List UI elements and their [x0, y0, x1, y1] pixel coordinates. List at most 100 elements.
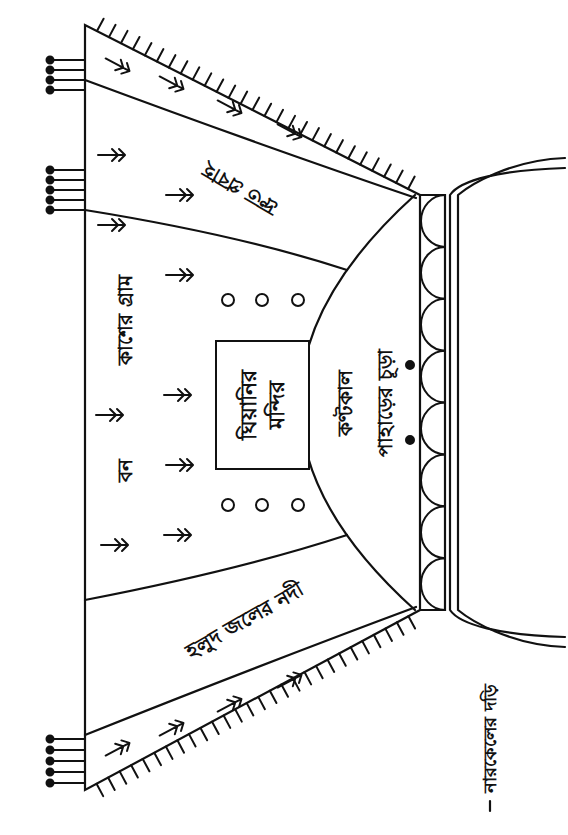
- fringe-pin: [52, 179, 85, 181]
- fringe-tick: [189, 734, 196, 746]
- fringe-tick: [396, 171, 403, 183]
- fringe-tick: [166, 747, 173, 759]
- fringe-pin-head: [47, 736, 54, 743]
- peak-dot: [406, 436, 414, 444]
- flow-arrow: [157, 718, 186, 741]
- fringe-tick: [145, 43, 152, 55]
- fringe-tick: [224, 716, 231, 728]
- fringe-tick: [154, 753, 161, 765]
- fringe-pin: [52, 169, 85, 171]
- fringe-pin: [52, 782, 85, 784]
- fringe-tick: [397, 622, 404, 634]
- fringe-tick: [300, 122, 307, 134]
- fringe-tick: [169, 55, 176, 67]
- flow-arrow: [101, 539, 128, 551]
- fringe-tick: [312, 128, 319, 140]
- fringe-pin: [52, 89, 85, 91]
- fringe-tick: [281, 684, 288, 696]
- flow-arrow: [98, 219, 125, 231]
- scallop-arch: [421, 247, 445, 299]
- rope-line: [450, 168, 565, 637]
- scallop-arch: [421, 403, 445, 455]
- flow-arrow: [164, 529, 191, 541]
- fringe-tick: [324, 134, 331, 146]
- fringe-pin-head: [47, 177, 54, 184]
- fringe-tick: [235, 709, 242, 721]
- scallop-band: [420, 195, 445, 610]
- area-label: কাশের গ্রাম: [113, 275, 137, 365]
- flow-arrow: [98, 149, 125, 161]
- fringe-pin: [52, 760, 85, 762]
- fringe-pin: [52, 738, 85, 740]
- fringe-pin: [52, 209, 85, 211]
- river-bank: [85, 210, 347, 270]
- flow-arrow: [166, 459, 193, 471]
- fringe-pin-head: [47, 769, 54, 776]
- flow-arrow: [96, 409, 123, 421]
- fringe-tick: [131, 765, 138, 777]
- flow-arrow: [103, 53, 132, 76]
- fringe-pin-head: [47, 87, 54, 94]
- fringe-pin: [52, 59, 85, 61]
- hill-arc: [300, 195, 415, 610]
- stone-circle: [292, 294, 304, 306]
- fringe-pin-head: [47, 780, 54, 787]
- scallop-arch: [421, 454, 445, 506]
- flow-arrow: [215, 95, 244, 118]
- fringe-pin-head: [47, 67, 54, 74]
- scallop-arch: [421, 506, 445, 558]
- fringe-pin: [52, 79, 85, 81]
- scallop-arch: [421, 351, 445, 403]
- fringe-tick: [336, 140, 343, 152]
- flow-arrow: [215, 694, 244, 717]
- fringe-pin-head: [47, 77, 54, 84]
- fringe-tick: [108, 778, 115, 790]
- fringe-tick: [193, 67, 200, 79]
- flow-arrow: [157, 71, 186, 94]
- fringe-tick: [97, 19, 104, 31]
- temple-box: ঘিয়ানির মন্দির: [215, 340, 310, 470]
- rope-line: [458, 158, 565, 647]
- river-label: দ্রুত প্রবাহ: [198, 159, 282, 221]
- fringe-tick: [97, 784, 104, 796]
- river-bank: [85, 535, 347, 600]
- fringe-tick: [264, 104, 271, 116]
- rope-label: নারকেলের দড়ি: [479, 684, 501, 793]
- fringe-pin: [52, 749, 85, 751]
- stone-circle: [256, 499, 268, 511]
- stone-circle: [292, 499, 304, 511]
- fringe-tick: [362, 641, 369, 653]
- fringe-tick: [270, 691, 277, 703]
- fringe-pin-head: [47, 167, 54, 174]
- fringe-tick: [348, 146, 355, 158]
- fringe-tick: [181, 61, 188, 73]
- fringe-tick: [351, 647, 358, 659]
- stone-circle: [222, 499, 234, 511]
- peak-dot: [406, 361, 414, 369]
- valley-outline: [85, 25, 420, 790]
- fringe-group: [47, 19, 416, 796]
- flow-arrow: [103, 738, 132, 761]
- fringe-tick: [229, 86, 236, 98]
- scallop-arch: [421, 299, 445, 351]
- fringe-pin-head: [47, 57, 54, 64]
- fringe-pin: [52, 69, 85, 71]
- fringe-tick: [339, 653, 346, 665]
- fringe-pin-head: [47, 197, 54, 204]
- fringe-tick: [276, 110, 283, 122]
- river-label: হলুদ জলের নদী: [182, 577, 308, 664]
- fringe-pin: [52, 771, 85, 773]
- flow-arrow: [166, 269, 193, 281]
- area-label: বন: [113, 459, 137, 482]
- flow-arrow: [164, 389, 191, 401]
- scallop-arch: [421, 195, 445, 247]
- fringe-tick: [372, 158, 379, 170]
- fringe-tick: [109, 25, 116, 37]
- fringe-tick: [316, 666, 323, 678]
- fringe-pin-head: [47, 187, 54, 194]
- fringe-tick: [241, 92, 248, 104]
- fringe-pin-head: [47, 758, 54, 765]
- place-label: পাহাড়ের চূড়া: [373, 349, 397, 457]
- fringe-pin: [52, 199, 85, 201]
